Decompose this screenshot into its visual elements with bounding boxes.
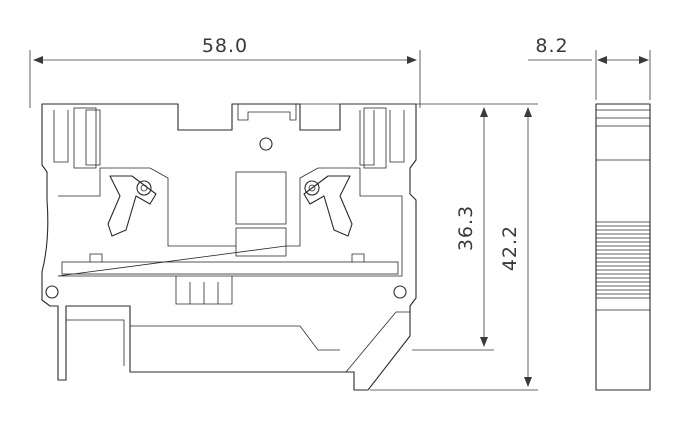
inner-cavity — [57, 167, 403, 277]
din-groove — [66, 319, 340, 366]
front-view — [41, 103, 417, 391]
mount-hole-left — [45, 285, 59, 299]
dimension-width: 58.0 — [29, 35, 421, 108]
test-hole — [259, 137, 273, 151]
busbar-tabs — [89, 253, 365, 262]
clamp-pivot-right-inner — [308, 184, 316, 192]
clamp-pivot-left — [136, 180, 152, 196]
dimension-height-inner-label: 36.3 — [455, 205, 477, 251]
side-outline — [595, 103, 651, 391]
housing-outline — [41, 103, 417, 391]
dimension-width-label: 58.0 — [202, 35, 248, 57]
dimension-depth: 8.2 — [528, 35, 651, 100]
din-foot-right — [345, 311, 410, 373]
center-foot — [175, 276, 233, 305]
spring-clamp-left — [107, 175, 157, 237]
dimension-height-total: 42.2 — [370, 103, 538, 391]
side-top-chamfer — [596, 109, 650, 161]
mount-hole-right — [393, 285, 407, 299]
dimension-height-total-label: 42.2 — [499, 225, 521, 271]
side-ribs — [596, 221, 650, 295]
busbar — [61, 261, 399, 275]
side-view — [595, 103, 651, 391]
center-bridge — [235, 171, 287, 225]
dimension-height-inner: 36.3 — [300, 103, 494, 351]
side-lower-line — [596, 297, 650, 311]
upper-chamber — [53, 109, 405, 166]
clamp-pivot-right — [304, 180, 320, 196]
dimension-depth-label: 8.2 — [535, 35, 568, 57]
clamp-pivot-left-inner — [140, 184, 148, 192]
wire-entry-left — [73, 107, 97, 169]
spring-clamp-right — [303, 175, 353, 237]
test-slot — [237, 104, 297, 121]
center-bridge-lower — [235, 227, 287, 257]
wire-entry-right — [363, 107, 387, 169]
